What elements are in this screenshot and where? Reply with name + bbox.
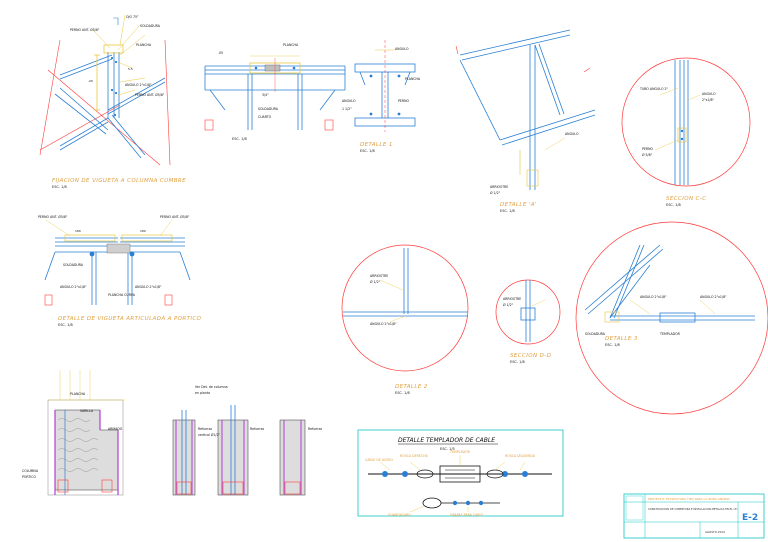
svg-text:ANGULO 2"x1/8": ANGULO 2"x1/8"	[700, 295, 727, 299]
detail-2-scale: ESC. 1/8	[232, 137, 247, 141]
svg-text:PERNO ANT. Ø5/8": PERNO ANT. Ø5/8"	[70, 27, 100, 32]
detail-9-title: DETALLE 3	[605, 336, 638, 342]
sheet-code: E-2	[742, 513, 758, 523]
svg-text:TUBO ANGULO 2": TUBO ANGULO 2"	[639, 87, 669, 91]
svg-text:180: 180	[75, 229, 81, 233]
svg-text:PLANCHA: PLANCHA	[283, 43, 299, 47]
detail-1-title: FIJACION DE VIGUETA A COLUMNA CUMBRE	[52, 178, 186, 184]
svg-text:TEMPLADOR: TEMPLADOR	[659, 332, 681, 336]
detail-9-scale: ESC. 1/8	[605, 343, 620, 347]
svg-text:.20: .20	[88, 79, 93, 83]
svg-text:SOLDADURA: SOLDADURA	[63, 263, 84, 267]
svg-text:SOLDADURA: SOLDADURA	[585, 332, 606, 336]
cable-detail-scale: ESC. 1/5	[440, 447, 455, 451]
title-description: CONSTRUCCION DE COBERTURA E INSTALACION …	[648, 507, 738, 511]
svg-text:SOLDADURA: SOLDADURA	[258, 107, 279, 111]
detail-3-scale: ESC. 1/8	[360, 149, 375, 153]
svg-text:Ø 1/2": Ø 1/2"	[503, 302, 514, 307]
detail-8-title: SECCION D-D	[510, 353, 551, 359]
svg-text:VARILLA: VARILLA	[80, 409, 94, 413]
label-left-thread: ROSCA IZQUIERDA	[505, 454, 536, 458]
title-date: AGOSTO 2014	[705, 530, 725, 534]
svg-text:PLANCHA: PLANCHA	[136, 43, 152, 47]
svg-text:PERNO: PERNO	[642, 147, 654, 151]
svg-text:ARRIOSTRE: ARRIOSTRE	[503, 297, 521, 301]
svg-text:COLUMNA: COLUMNA	[22, 469, 39, 473]
svg-text:ANGULO: ANGULO	[702, 92, 716, 96]
label-tensioner: TEMPLADOR	[449, 450, 471, 454]
cable-tensioner-detail: DETALLE TEMPLADOR DE CABLE ESC. 1/5 CABL…	[357, 429, 564, 517]
detail-4-scale: ESC. 1/8	[500, 209, 515, 213]
svg-text:1 1/2": 1 1/2"	[342, 107, 352, 111]
detail-5-title: SECCION C-C	[666, 196, 707, 202]
detail-1-scale: ESC. 1/8	[52, 185, 67, 189]
detail-5-scale: ESC. 1/8	[666, 203, 681, 207]
svg-text:PLANCHA: PLANCHA	[405, 77, 421, 81]
svg-text:Ø 5/8": Ø 5/8"	[642, 152, 653, 157]
svg-text:PERNO ANT. Ø5/8": PERNO ANT. Ø5/8"	[135, 92, 165, 97]
detail-7-title: DETALLE 2	[395, 384, 428, 390]
detail-3-title: DETALLE 1	[360, 142, 393, 148]
detail-8-scale: ESC. 1/8	[510, 360, 525, 364]
svg-text:SOLDADURA: SOLDADURA	[140, 24, 161, 28]
svg-text:ARRIOSTRE: ARRIOSTRE	[490, 185, 508, 189]
svg-text:ANGULO: ANGULO	[395, 47, 409, 51]
svg-text:ANGULO 2"x1/8": ANGULO 2"x1/8"	[370, 322, 397, 326]
svg-text:Ø 1/2": Ø 1/2"	[370, 279, 381, 284]
svg-text:ANGULO: ANGULO	[565, 132, 579, 136]
svg-text:Refuerzo: Refuerzo	[250, 427, 264, 431]
svg-text:en planta: en planta	[195, 391, 210, 395]
svg-text:PERNO ANT. Ø5/8": PERNO ANT. Ø5/8"	[160, 214, 190, 219]
svg-text:ANGULO 2"x1/8": ANGULO 2"x1/8"	[135, 285, 162, 289]
detail-1-truss-apex: OJO 75° PERNO ANT. Ø5/8" SOLDADURA PLANC…	[39, 14, 186, 189]
label-cable-clips: GRAPAS PARA CABLE	[450, 513, 483, 517]
svg-text:ARMADO: ARMADO	[108, 427, 123, 431]
svg-text:180: 180	[140, 229, 146, 233]
title-block: PROYECTO: ESTRUCTURA TIPO PARA LA ZONA A…	[623, 493, 765, 539]
title-project: PROYECTO: ESTRUCTURA TIPO PARA LA ZONA A…	[648, 497, 731, 501]
svg-text:3/4": 3/4"	[262, 93, 269, 97]
label-right-thread: ROSCA DERECHA	[400, 454, 428, 458]
svg-text:ANGULO: ANGULO	[342, 99, 356, 103]
detail-5-section-cc: TUBO ANGULO 2" ANGULO 2"x1/8" PERNO Ø 5/…	[621, 57, 751, 207]
detail-9-circle: ANGULO 2"x1/8" ANGULO 2"x1/8" SOLDADURA …	[575, 221, 768, 415]
detail-6-joist-frame: PERNO ANT. Ø5/8" PERNO ANT. Ø5/8" SOLDAD…	[38, 214, 202, 327]
svg-text:PERNO: PERNO	[398, 99, 410, 103]
svg-text:Refuerzo: Refuerzo	[198, 427, 212, 431]
cable-detail-title: DETALLE TEMPLADOR DE CABLE	[398, 437, 495, 444]
svg-text:Ø 1/2": Ø 1/2"	[490, 190, 501, 195]
svg-text:Ver Det. de columna: Ver Det. de columna	[195, 385, 228, 389]
svg-text:2"x1/8": 2"x1/8"	[702, 98, 715, 102]
detail-4-title: DETALLE 'A'	[500, 202, 537, 208]
wall-sections: PLANCHA VARILLA ARMADO COLUMNA PORTICO	[22, 370, 322, 496]
svg-text:OJO 75°: OJO 75°	[126, 15, 139, 19]
detail-7-scale: ESC. 1/8	[395, 391, 410, 395]
svg-text:5.5: 5.5	[128, 67, 133, 71]
svg-text:Refuerzo: Refuerzo	[308, 427, 322, 431]
detail-6-scale: ESC. 1/8	[58, 323, 73, 327]
detail-4-truss: ARRIOSTRE Ø 1/2" ANGULO DETALLE 'A' ESC.…	[455, 29, 596, 213]
detail-3-i-section: ANGULO PLANCHA ANGULO 1 1/2" PERNO DETAL…	[342, 40, 421, 153]
svg-text:CUARTO: CUARTO	[258, 115, 272, 119]
detail-2-beam-column: PLANCHA SOLDADURA CUARTO .05 3/4" ESC. 1…	[204, 43, 346, 141]
svg-text:ANGULO 2"x1/8": ANGULO 2"x1/8"	[60, 285, 87, 289]
svg-text:PLANCHA CURVA: PLANCHA CURVA	[108, 293, 136, 297]
label-cable: CABLE DE ACERO	[365, 458, 393, 462]
svg-text:ARRIOSTRE: ARRIOSTRE	[370, 274, 388, 278]
svg-text:PLANCHA: PLANCHA	[70, 392, 86, 396]
svg-text:.05: .05	[218, 51, 223, 55]
svg-text:ANGULO 2"x1/8": ANGULO 2"x1/8"	[125, 83, 152, 87]
label-thimble: GUARDACABO	[388, 513, 411, 517]
svg-text:PERNO ANT. Ø5/8": PERNO ANT. Ø5/8"	[38, 214, 68, 219]
svg-text:vertical Ø1/2": vertical Ø1/2"	[198, 432, 221, 437]
svg-text:ANGULO 2"x1/8": ANGULO 2"x1/8"	[640, 295, 667, 299]
detail-8-section-dd: ARRIOSTRE Ø 1/2" SECCION D-D ESC. 1/8	[495, 279, 561, 364]
detail-7-circle: ARRIOSTRE Ø 1/2" ANGULO 2"x1/8" DETALLE …	[341, 244, 469, 395]
svg-text:PORTICO: PORTICO	[22, 475, 37, 479]
detail-6-title: DETALLE DE VIGUETA ARTICULADA A PORTICO	[58, 316, 202, 322]
